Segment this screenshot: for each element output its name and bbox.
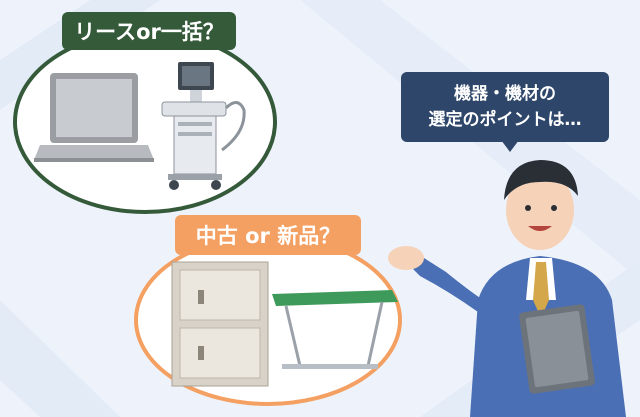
- ultrasound-machine-icon: [161, 62, 246, 190]
- speech-line-2: 選定のポイントは…: [428, 110, 582, 130]
- laptop-icon: [34, 73, 154, 162]
- storage-cabinet-icon: [171, 261, 269, 387]
- lease-or-lump-sum-label: リースor一括？: [62, 12, 236, 50]
- speech-tail: [501, 140, 519, 152]
- used-or-new-label: 中古 or 新品？: [175, 215, 361, 255]
- folding-table-icon: [272, 290, 398, 369]
- speech-bubble: 機器・機材の 選定のポイントは…: [401, 72, 609, 152]
- speech-line-1: 機器・機材の: [454, 84, 556, 104]
